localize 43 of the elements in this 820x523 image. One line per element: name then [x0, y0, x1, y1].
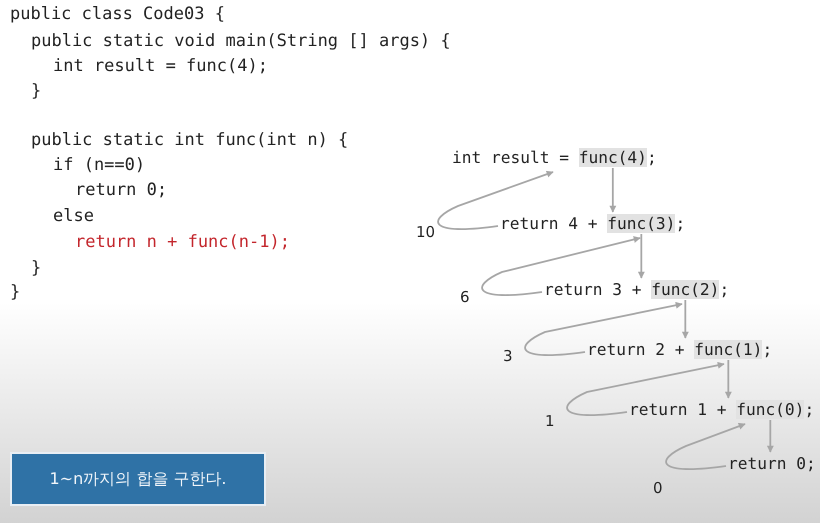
edge-label: 1 — [545, 412, 555, 430]
edge-label: 10 — [416, 223, 436, 241]
arrow — [638, 234, 645, 279]
code-text: return 0; — [728, 454, 816, 473]
arrow — [437, 170, 554, 230]
arrow — [481, 236, 641, 296]
code-line: if (n==0) — [53, 154, 146, 176]
caption-box: 1~n까지의 합을 구한다. — [10, 452, 266, 506]
code-text: return 3 + — [544, 280, 642, 299]
code-line: } — [31, 257, 42, 279]
code-text: ; — [675, 214, 686, 233]
code-line: return n + func(n-1); — [75, 231, 290, 253]
code-text: return 4 + — [500, 214, 598, 233]
highlighted-call: func(0) — [736, 400, 804, 419]
arrow — [724, 360, 732, 399]
code-line: } — [31, 80, 42, 102]
code-line: public class Code03 { — [10, 3, 225, 25]
code-text: return 2 + — [587, 340, 686, 359]
highlighted-call: func(2) — [651, 280, 720, 299]
code-text: ; — [719, 280, 730, 299]
arrow — [766, 420, 774, 453]
code-text: return 1 + — [629, 400, 728, 419]
code-line: public static int func(int n) { — [31, 129, 348, 151]
code-text: ; — [804, 400, 814, 419]
code-line: else — [53, 205, 94, 227]
code-text: int result = — [452, 148, 570, 167]
code-line: public static void main(String [] args) { — [31, 30, 451, 52]
edge-label: 3 — [503, 347, 513, 365]
code-line: } — [10, 281, 20, 303]
arrow — [566, 362, 725, 416]
code-line: return 0; — [75, 179, 168, 201]
arrow — [682, 300, 689, 339]
code-line: int result = func(4); — [53, 55, 268, 77]
highlighted-call: func(1) — [694, 340, 762, 359]
code-text: ; — [762, 340, 772, 359]
arrow — [609, 168, 616, 213]
code-text: ; — [646, 148, 657, 167]
highlighted-call: func(4) — [578, 148, 647, 167]
arrow — [665, 422, 746, 470]
edge-label: 0 — [653, 479, 663, 497]
highlighted-call: func(3) — [607, 214, 676, 233]
arrow — [524, 302, 683, 356]
edge-label: 6 — [460, 288, 470, 306]
